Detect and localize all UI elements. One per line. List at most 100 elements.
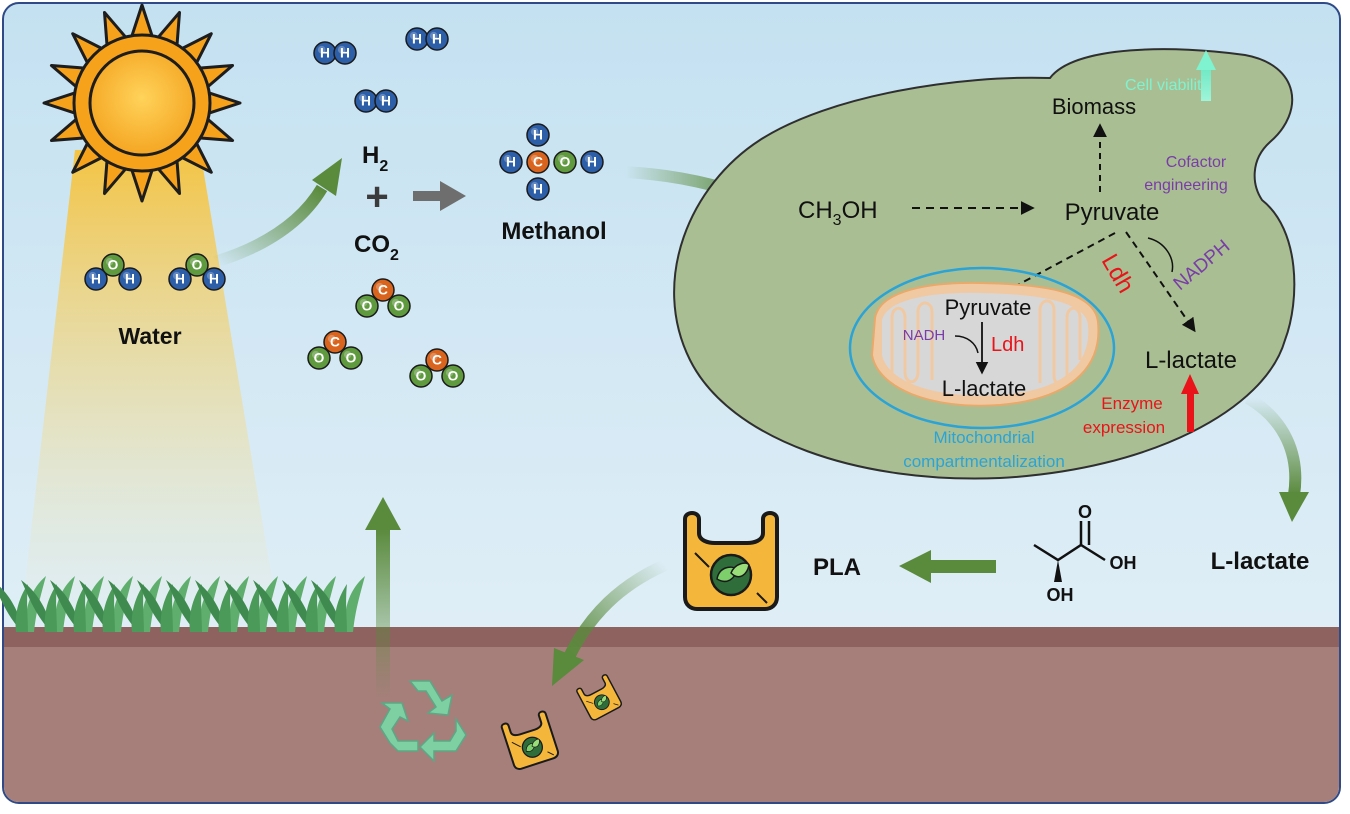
mito-nadh-label: NADH <box>903 327 946 344</box>
hydrogen-atom: H <box>580 150 604 174</box>
mito-label-1: Mitochondrial <box>933 428 1034 447</box>
lactic-o: O <box>1078 502 1092 522</box>
grass <box>0 576 365 632</box>
cell-viability-label: Cell viability <box>1125 77 1209 94</box>
carbon-atom-symbol: C <box>378 283 388 298</box>
hydrogen-atom-symbol: H <box>533 128 543 143</box>
carbon-atom: C <box>371 278 395 302</box>
oxygen-atom: O <box>441 364 465 388</box>
arrow-water-to-h2 <box>213 184 328 268</box>
arrow-to-methanol <box>413 181 466 211</box>
arrow-recycle-up-shaft <box>376 528 390 700</box>
oxygen-atom: O <box>387 294 411 318</box>
mitochondrion <box>848 266 1116 430</box>
hydrogen-atom-symbol: H <box>125 272 135 287</box>
yeast-cell <box>673 48 1296 480</box>
hydrogen-atom: H <box>526 177 550 201</box>
cofactor-label-1: Cofactor <box>1166 154 1227 171</box>
carbon-atom-symbol: C <box>432 353 442 368</box>
co2-molecule: O OC <box>307 330 363 370</box>
hydrogen-atom: H <box>425 27 449 51</box>
h2-label: H2 <box>362 142 388 175</box>
grass-tuft <box>311 576 365 632</box>
hydrogen-atom: H <box>84 267 108 291</box>
carbon-atom-symbol: C <box>533 155 543 170</box>
arrow-bag-to-soil <box>564 559 668 658</box>
pla-bag-icon <box>500 710 559 770</box>
arrow-head-water-to-h2 <box>312 158 342 196</box>
hydrogen-atom-symbol: H <box>209 272 219 287</box>
pla-bag-icon <box>683 511 779 611</box>
nadph-curve <box>1147 237 1174 273</box>
hydrogen-atom-symbol: H <box>412 32 422 47</box>
hydrogen-atom: H <box>202 267 226 291</box>
biomass-label: Biomass <box>1052 94 1136 119</box>
arrow-head-cell-to-lactate <box>1279 492 1309 522</box>
carbon-atom: C <box>323 330 347 354</box>
hydrogen-atom-symbol: H <box>320 46 330 61</box>
grass-tuft <box>108 576 162 632</box>
lactic-acid-structure <box>1033 521 1106 582</box>
arrow-pyruvate-to-lactate <box>1125 231 1196 333</box>
water-molecule: H HO <box>84 253 142 291</box>
hydrogen-atom: H <box>374 89 398 113</box>
water-label: Water <box>118 323 181 349</box>
oxygen-atom-symbol: O <box>314 351 325 366</box>
lactate-product-label: L-lactate <box>1211 548 1310 575</box>
hydrogen-atom-symbol: H <box>340 46 350 61</box>
pla-label: PLA <box>813 554 861 581</box>
hydrogen-atom: H <box>526 123 550 147</box>
oxygen-atom-symbol: O <box>192 258 203 273</box>
soil <box>4 627 1339 802</box>
grass-tuft <box>79 576 133 632</box>
hydrogen-atom-symbol: H <box>432 32 442 47</box>
hydrogen-atom: H <box>405 27 429 51</box>
hydrogen-atom: H <box>333 41 357 65</box>
hydrogen-atom: H <box>354 89 378 113</box>
mito-pyruvate-label: Pyruvate <box>945 295 1032 320</box>
hydrogen-atom: H <box>118 267 142 291</box>
hydrogen-atom-symbol: H <box>533 182 543 197</box>
hydrogen-atom: H <box>168 267 192 291</box>
hydrogen-atom: H <box>499 150 523 174</box>
oxygen-atom: O <box>185 253 209 277</box>
oxygen-atom-symbol: O <box>448 369 459 384</box>
oxygen-atom-symbol: O <box>416 369 427 384</box>
oxygen-atom-symbol: O <box>346 351 357 366</box>
recycle-icon <box>379 680 467 763</box>
enzyme-label-2: expression <box>1083 418 1165 437</box>
hydrogen-atom-symbol: H <box>175 272 185 287</box>
arrow-cell-to-lactate <box>1244 392 1302 496</box>
oxygen-atom-symbol: O <box>108 258 119 273</box>
oxygen-atom: O <box>409 364 433 388</box>
arrow-recycle-up-head <box>365 497 401 530</box>
lactic-oh-alpha: OH <box>1047 585 1074 605</box>
cell-viability-up-arrow <box>1196 50 1216 101</box>
methanol-formula: CH3OH <box>798 197 878 229</box>
mito-nadh-curve <box>954 335 979 354</box>
hydrogen-atom-symbol: H <box>91 272 101 287</box>
arrow-lactate-to-pla <box>899 550 996 583</box>
hydrogen-atom-symbol: H <box>381 94 391 109</box>
oxygen-atom: O <box>553 150 577 174</box>
enzyme-label-1: Enzyme <box>1101 394 1162 413</box>
mito-lactate-label: L-lactate <box>942 376 1026 401</box>
lactic-oh-acid: OH <box>1110 553 1137 573</box>
co2-label: CO2 <box>354 231 399 264</box>
co2-molecule: O OC <box>409 348 465 388</box>
hydrogen-atom-symbol: H <box>361 94 371 109</box>
water-molecule: H HO <box>168 253 226 291</box>
mito-ldh-label: Ldh <box>991 334 1024 356</box>
pyruvate-label: Pyruvate <box>1065 199 1160 226</box>
sun-icon <box>42 3 242 203</box>
hydrogen-atom: H <box>313 41 337 65</box>
oxygen-atom: O <box>307 346 331 370</box>
mito-label-2: compartmentalization <box>903 452 1065 471</box>
oxygen-atom: O <box>355 294 379 318</box>
